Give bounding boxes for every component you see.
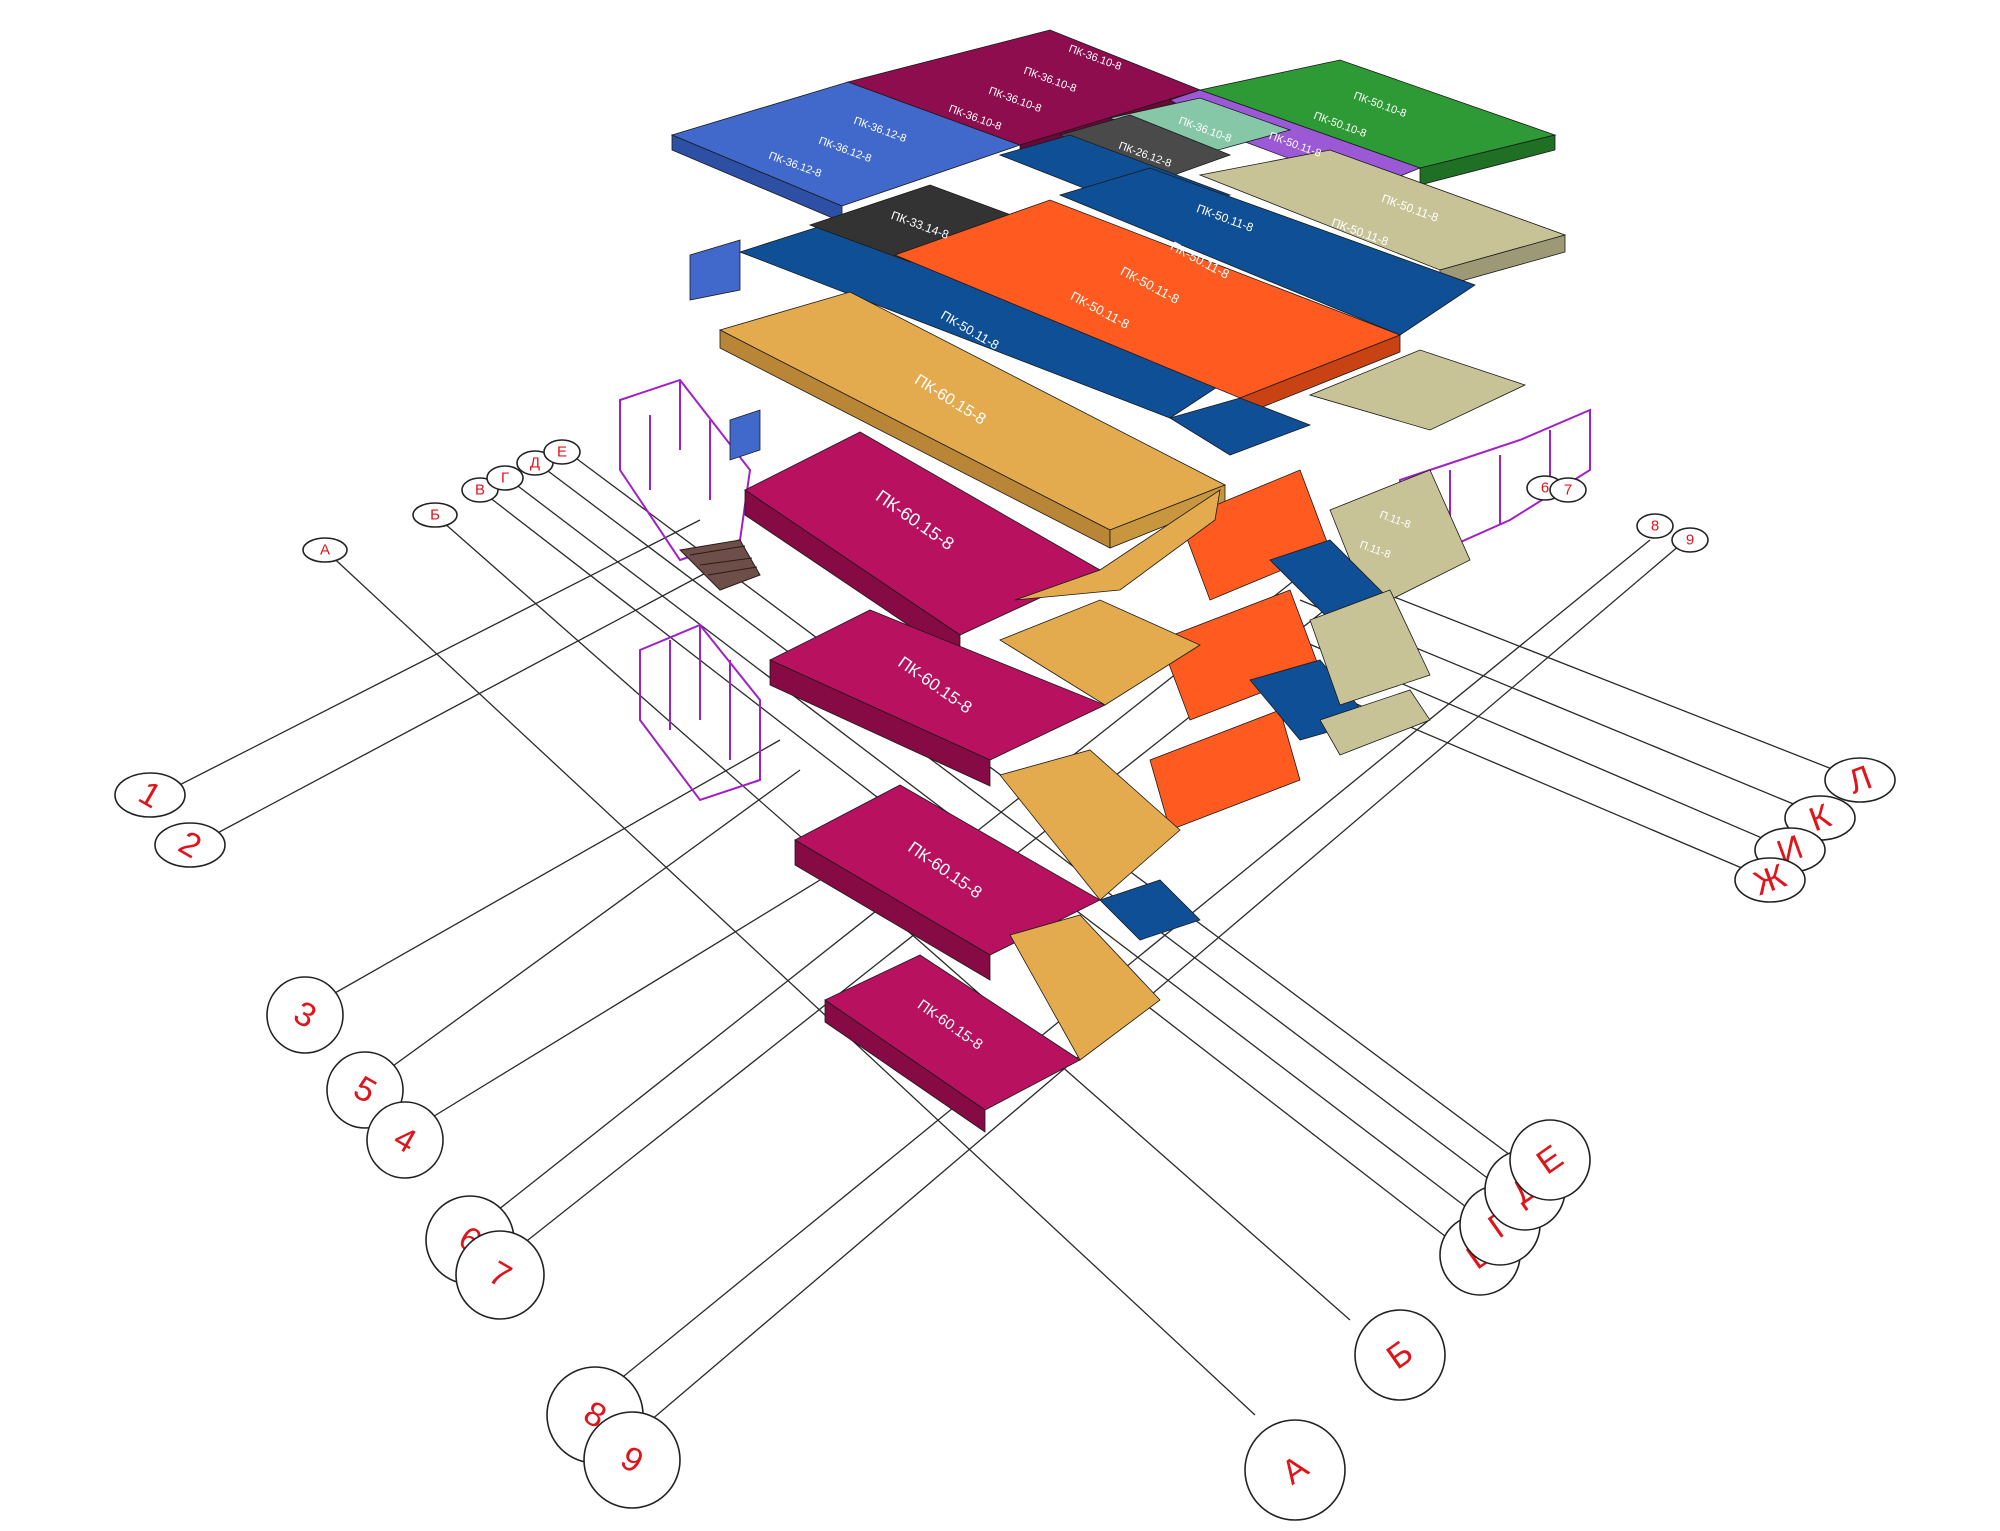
svg-text:9: 9 [1686,532,1694,549]
axis-bubble-9-top: 9 [1671,527,1709,553]
axis-bubble-7-top: 7 [1549,477,1587,503]
svg-text:Б: Б [430,507,440,524]
axis-bubble-e-top: Е [543,439,581,465]
axis-bubble-3: 3 [266,976,344,1054]
svg-text:А: А [320,542,330,559]
svg-text:7: 7 [1564,482,1572,499]
axis-bubble-a-top: А [302,537,348,563]
svg-text:8: 8 [1651,518,1659,535]
axis-bubble-g-top: Г [486,465,524,491]
svg-text:Д: Д [530,455,540,472]
axis-bubble-l: Л [1824,757,1896,803]
top-floor [670,29,1567,288]
axis-bubble-2: 2 [154,822,226,868]
svg-text:В: В [475,482,485,499]
axis-bubble-9: 9 [583,1411,681,1509]
axis-bubble-b-top: Б [412,502,458,528]
axis-bubble-8-top: 8 [1636,513,1674,539]
axis-bubble-a-bottom: А [1244,1419,1346,1521]
svg-text:Г: Г [501,470,509,487]
axis-bubble-7: 7 [455,1230,545,1320]
axis-bubble-1: 1 [114,772,186,818]
axis-bubble-b-bottom: Б [1354,1309,1446,1401]
svg-text:6: 6 [1541,480,1549,497]
stair [678,539,761,591]
axis-bubble-4: 4 [366,1101,444,1179]
main-stack [689,167,1527,1133]
svg-text:Е: Е [557,444,567,461]
axis-bubble-e-bottom: Е [1509,1119,1591,1201]
axis-bubble-zh: Ж [1734,857,1806,903]
axis-bubbles: 1 2 3 5 4 6 7 8 9 А Б В Г Д Е Л К И Ж А … [114,439,1896,1521]
